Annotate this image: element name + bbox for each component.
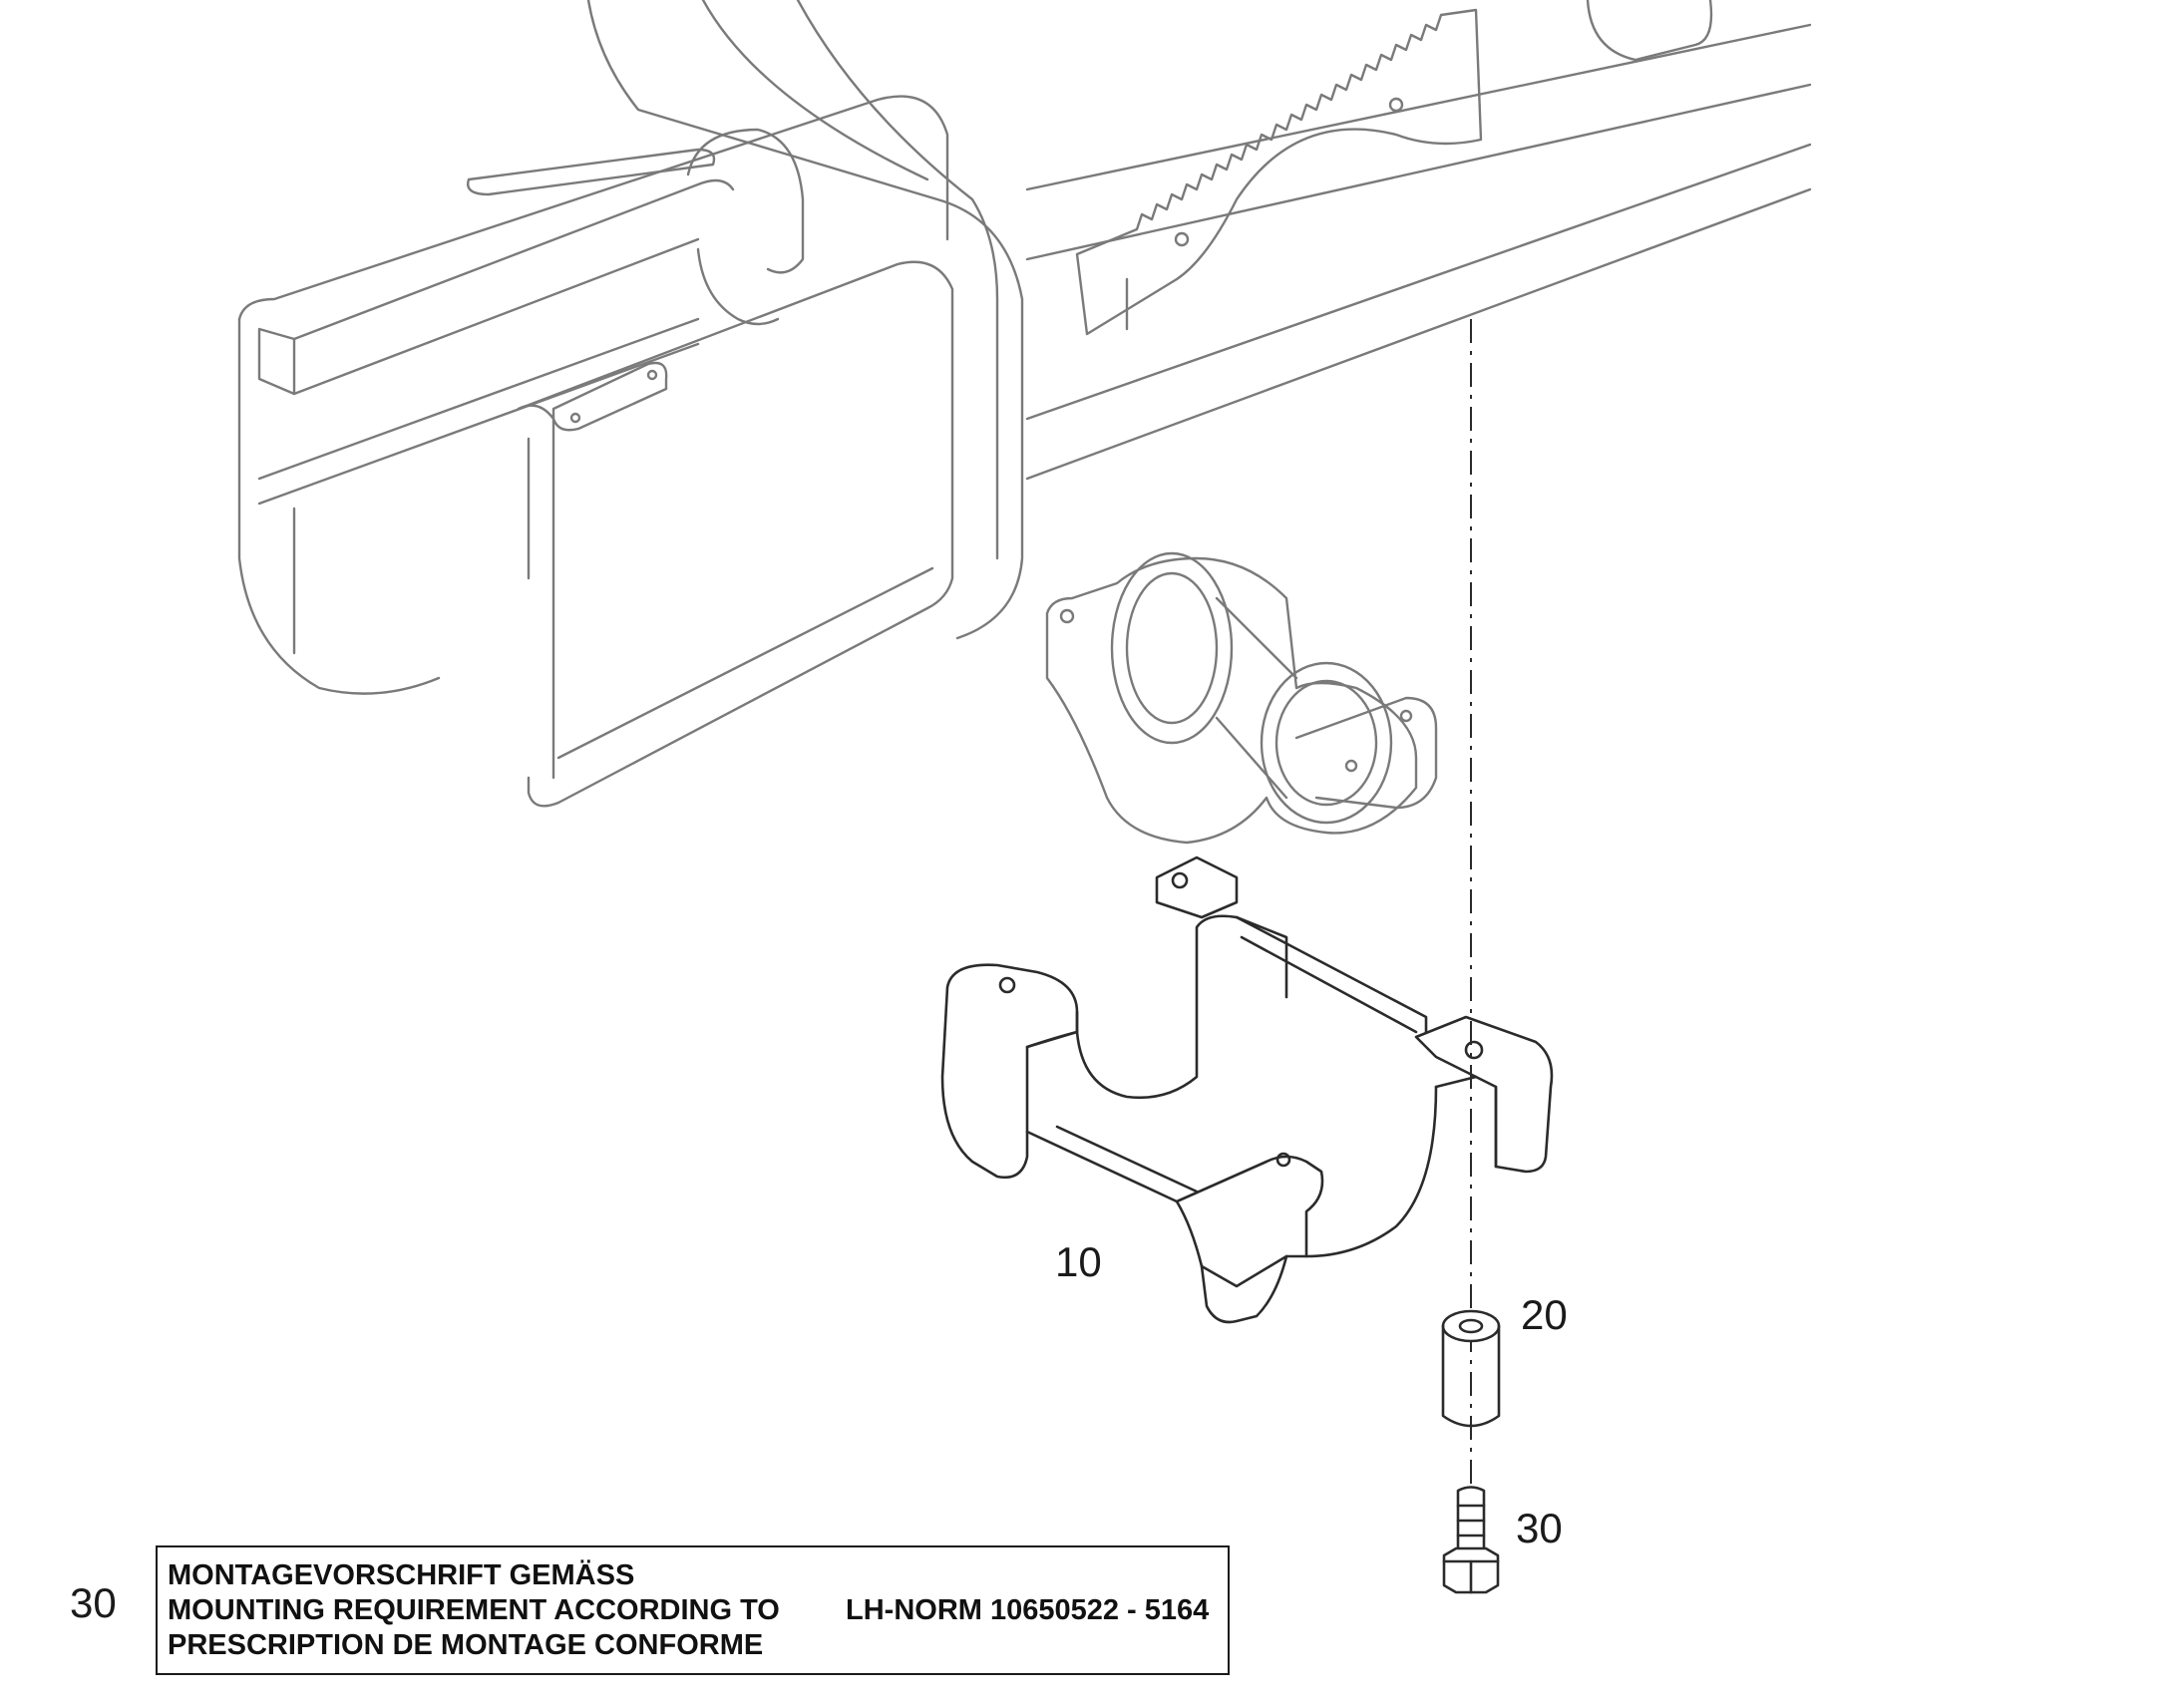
- spacer-sleeve-part-20: [1441, 1309, 1501, 1428]
- roller-guard-part-10: [940, 855, 1554, 1324]
- note-line-french: PRESCRIPTION DE MONTAGE CONFORME: [168, 1629, 764, 1661]
- callout-part-10: 10: [1055, 1238, 1102, 1285]
- note-line-german: MONTAGEVORSCHRIFT GEMÄSS: [168, 1559, 635, 1591]
- track-roller: [1045, 551, 1438, 845]
- callout-part-30: 30: [1516, 1505, 1563, 1551]
- hex-bolt-part-30: [1442, 1486, 1500, 1594]
- norm-reference: LH-NORM 10650522 - 5164: [846, 1594, 1210, 1626]
- note-line-english: MOUNTING REQUIREMENT ACCORDING TO: [168, 1594, 780, 1626]
- track-frame: [237, 0, 1812, 808]
- mounting-note-box: MONTAGEVORSCHRIFT GEMÄSS MOUNTING REQUIR…: [156, 1545, 1230, 1675]
- callout-part-20: 20: [1521, 1291, 1568, 1338]
- note-reference-number: 30: [70, 1579, 117, 1626]
